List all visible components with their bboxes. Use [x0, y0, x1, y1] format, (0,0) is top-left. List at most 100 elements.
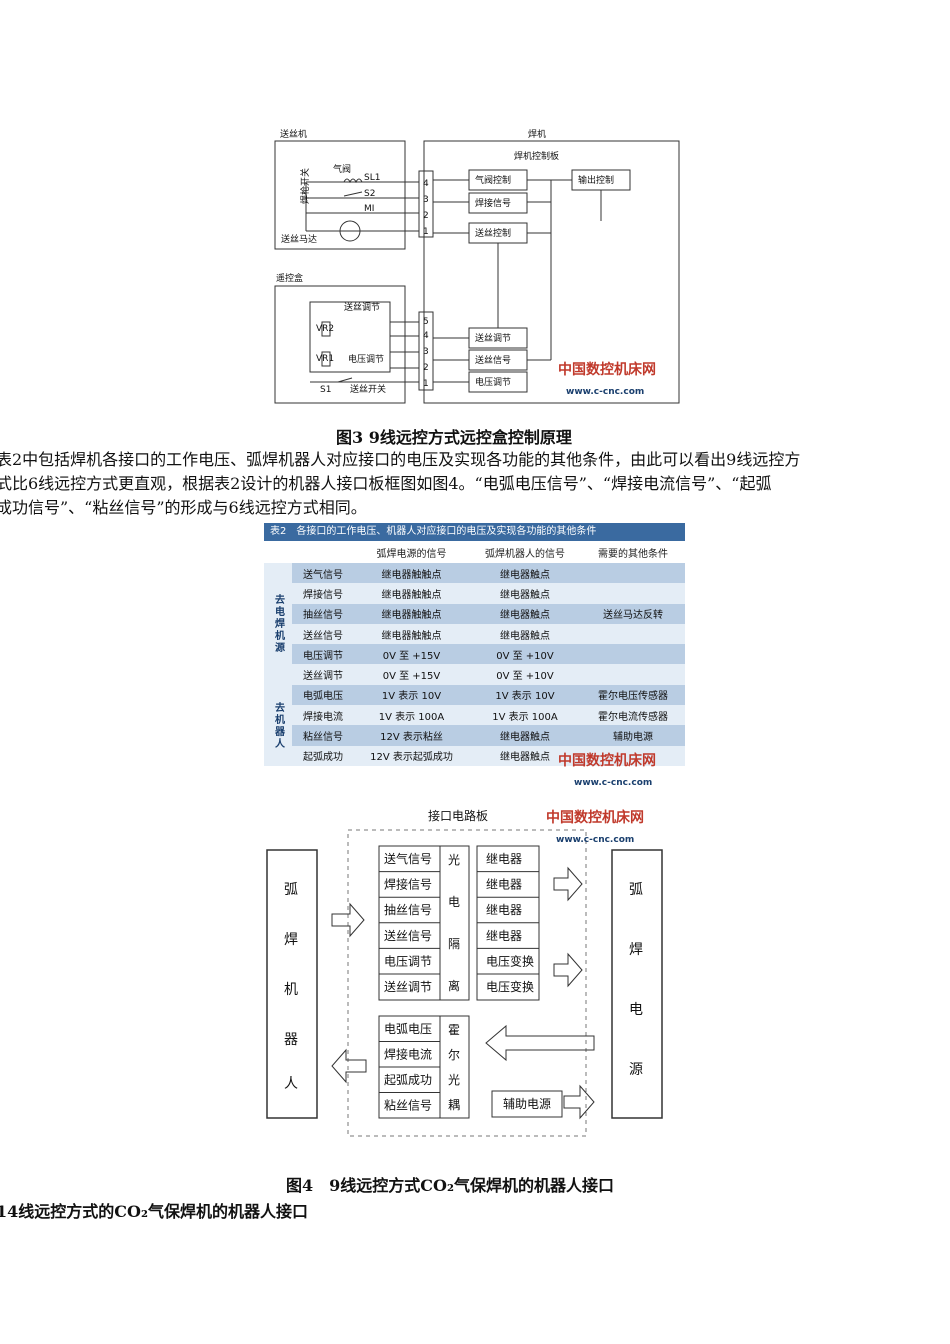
figure3-diagram: 送丝机 焊机 焊机控制板 焊枪开关 气阀 SL1 S2 MI 送丝马达 遥控盒 … — [274, 128, 680, 404]
power-char: 焊 — [629, 942, 643, 958]
lower-iso-char: 光 — [448, 1073, 460, 1087]
table-cell: 继电器触点 — [500, 610, 550, 622]
table-row: 抽丝信号继电器触触点继电器触点送丝马达反转 — [292, 603, 685, 624]
upper-signal-label: 送丝调节 — [384, 979, 432, 994]
group-label: 去机器人 — [264, 685, 292, 766]
upper-iso-char: 电 — [448, 895, 460, 909]
label-gas-valve: 气阀 — [333, 163, 351, 175]
power-char: 弧 — [629, 882, 643, 898]
table-row: 起弧成功 12V 表示起弧成功 继电器触点 — [292, 745, 685, 766]
label-feeder: 送丝机 — [280, 128, 307, 140]
group-label: 去电焊机源 — [264, 563, 292, 685]
pin-1b: 1 — [423, 379, 429, 389]
watermark-url: www.c-cnc.com — [574, 778, 652, 788]
label-sl1: SL1 — [364, 173, 380, 183]
label-vr1: VR1 — [316, 354, 334, 364]
table2-title: 表2 各接口的工作电压、机器人对应接口的电压及实现各功能的其他条件 — [264, 523, 685, 541]
pin-4: 4 — [423, 179, 429, 189]
table-row: 送气信号继电器触触点继电器触点 — [292, 563, 685, 584]
table-cell: 继电器触触点 — [381, 630, 442, 642]
table-cell: 送丝马达反转 — [603, 610, 663, 622]
robot-char: 器 — [284, 1032, 298, 1048]
table-cell: 继电器触触点 — [381, 569, 442, 581]
table-cell: 电压调节 — [303, 650, 343, 662]
paragraph-line: 成功信号”、“粘丝信号”的形成与6线远控方式相同。 — [0, 498, 367, 517]
upper-iso-char: 光 — [448, 853, 460, 867]
table-cell: 1V 表示 100A — [492, 711, 558, 723]
body-paragraph: 表2中包括焊机各接口的工作电压、弧焊机器人对应接口的电压及实现各功能的其他条件，… — [0, 448, 950, 520]
watermark-url: www.c-cnc.com — [566, 387, 644, 397]
label-feed-switch: 送丝开关 — [350, 383, 386, 395]
table-cell: 送丝信号 — [303, 630, 343, 642]
watermark-logo: 中国数控机床网 — [558, 361, 656, 378]
table-cell: 继电器触触点 — [381, 589, 442, 601]
table-cell: 电弧电压 — [303, 691, 343, 703]
block-output-control: 输出控制 — [578, 174, 614, 186]
upper-signal-label: 送丝信号 — [384, 928, 432, 943]
table-cell: 霍尔电流传感器 — [598, 711, 668, 723]
table-cell: 起弧成功 — [303, 752, 343, 764]
power-char: 电 — [629, 1002, 643, 1018]
table-cell: 继电器触点 — [500, 630, 550, 642]
table-cell: 0V 至 +15V — [382, 650, 441, 662]
label-feed-adjust-top: 送丝调节 — [344, 301, 380, 313]
lower-iso-char: 尔 — [448, 1047, 460, 1062]
label-vr2: VR2 — [316, 324, 334, 334]
table-cell: 焊接电流 — [303, 711, 343, 723]
table-cell: 继电器触触点 — [381, 610, 442, 622]
pin-1: 1 — [423, 227, 429, 237]
lower-iso-char: 霍 — [448, 1023, 460, 1037]
table-row: 焊接电流 1V 表示 100A 1V 表示 100A 霍尔电流传感器 — [292, 705, 685, 726]
lower-signal-label: 焊接电流 — [384, 1047, 432, 1062]
lower-signal-label: 起弧成功 — [384, 1073, 432, 1087]
paragraph-line: 式比6线远控方式更直观，根据表2设计的机器人接口板框图如图4。“电弧电压信号”、… — [0, 474, 772, 493]
block-voltage-adjust: 电压调节 — [475, 376, 511, 388]
upper-output-label: 继电器 — [486, 852, 522, 866]
table-cell: 12V 表示起弧成功 — [370, 752, 453, 764]
table2: 表2 各接口的工作电压、机器人对应接口的电压及实现各功能的其他条件 弧焊电源的信… — [264, 523, 685, 789]
table-cell: 焊接信号 — [303, 589, 343, 601]
col-header: 弧焊电源的信号 — [376, 548, 447, 560]
block-gas-control: 气阀控制 — [475, 174, 511, 186]
table2-header-row: 弧焊电源的信号 弧焊机器人的信号 需要的其他条件 — [264, 541, 685, 563]
upper-output-label: 继电器 — [486, 878, 522, 892]
figure4-title: 接口电路板 — [428, 808, 488, 823]
table-cell: 1V 表示 100A — [378, 711, 445, 723]
block-feed-adjust: 送丝调节 — [475, 332, 511, 344]
table-cell: 辅助电源 — [613, 732, 653, 744]
pin-2b: 2 — [423, 363, 429, 373]
upper-output-label: 电压变换 — [486, 979, 534, 994]
lower-signal-label: 粘丝信号 — [384, 1098, 432, 1113]
watermark-logo: 中国数控机床网 — [558, 752, 656, 769]
lower-iso-char: 耦 — [448, 1098, 460, 1112]
upper-output-label: 电压变换 — [486, 953, 534, 968]
pin-3b: 3 — [423, 347, 429, 357]
upper-output-label: 继电器 — [486, 929, 522, 943]
table-cell: 继电器触点 — [500, 752, 550, 764]
aux-power-label: 辅助电源 — [503, 1097, 551, 1111]
watermark-logo: 中国数控机床网 — [546, 809, 644, 826]
section-heading: 14线远控方式的CO₂气保焊机的机器人接口 — [0, 1202, 308, 1221]
table-cell: 0V 至 +15V — [382, 671, 441, 683]
table-cell: 继电器触点 — [500, 732, 550, 744]
table-cell: 送气信号 — [303, 569, 343, 581]
label-mi: MI — [364, 204, 374, 214]
label-torch-switch: 焊枪开关 — [299, 168, 311, 204]
pin-2: 2 — [423, 211, 429, 221]
robot-char: 弧 — [284, 882, 298, 898]
robot-char: 人 — [284, 1076, 298, 1092]
table-row: 焊接信号继电器触触点继电器触点 — [292, 583, 685, 604]
upper-iso-char: 离 — [448, 978, 460, 993]
figure4-caption: 图4 9线远控方式CO₂气保焊机的机器人接口 — [286, 1176, 614, 1195]
robot-char: 焊 — [284, 932, 298, 948]
upper-output-label: 继电器 — [486, 903, 522, 917]
pin-3: 3 — [423, 195, 429, 205]
label-welder: 焊机 — [528, 128, 546, 140]
label-s1: S1 — [320, 385, 331, 395]
block-feed-signal: 送丝信号 — [475, 354, 511, 366]
watermark-url: www.c-cnc.com — [556, 835, 634, 845]
